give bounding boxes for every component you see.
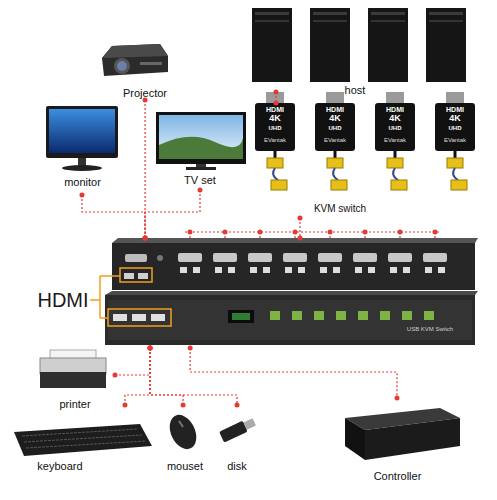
adapter-print: UHD	[375, 125, 415, 132]
cable-connector	[150, 348, 237, 405]
connector-dot	[79, 193, 84, 198]
connector-dot	[297, 216, 302, 221]
hdmi-adapters	[255, 103, 475, 151]
adapter-print: HDMI	[315, 106, 355, 114]
connector-dots	[143, 188, 203, 241]
connector-dots	[148, 346, 186, 408]
adapter-print: UHD	[435, 125, 475, 132]
connector-dots	[188, 346, 400, 401]
connector-dot	[148, 346, 153, 351]
adapter-print: 4K	[255, 114, 295, 124]
device-node: mouset	[155, 405, 210, 475]
connector-dots	[122, 346, 152, 408]
host-towers	[252, 8, 466, 103]
monitor-illustration	[46, 106, 118, 171]
port-label: HDMI	[28, 289, 98, 311]
connector-dot	[148, 346, 153, 351]
device-caption: disk	[212, 460, 262, 472]
device-node: monitor	[40, 100, 125, 195]
connector-dots	[148, 346, 240, 408]
adapter-print: EVantak	[375, 137, 415, 144]
adapter-print: EVantak	[315, 137, 355, 144]
controller-illustration	[345, 408, 460, 460]
device-caption: keyboard	[10, 460, 110, 472]
device-caption: monitor	[40, 176, 125, 188]
device-caption: mouset	[155, 460, 215, 472]
cable-connector	[145, 190, 200, 238]
connector-dot	[143, 236, 148, 241]
usb-disk-illustration	[219, 417, 257, 443]
device-caption: Controller	[335, 470, 460, 482]
cable-connector	[150, 348, 183, 405]
connector-dots	[273, 90, 278, 106]
adapter-print: 4K	[315, 114, 355, 124]
hdmi-bracket	[90, 268, 171, 326]
adapter-print: UHD	[315, 125, 355, 132]
device-node: USB KVM Switch	[105, 238, 480, 348]
device-node: Projector	[95, 35, 195, 100]
adapter-print: EVantak	[435, 137, 475, 144]
connector-dot	[113, 373, 118, 378]
connector-dot	[143, 236, 148, 241]
switch-back-panel	[112, 238, 478, 290]
adapter-print: HDMI	[255, 106, 295, 114]
connector-dot	[273, 101, 278, 106]
device-node: host	[235, 5, 465, 92]
connector-dot	[181, 403, 186, 408]
connector-dots	[143, 98, 148, 241]
connector-dots	[79, 193, 147, 241]
connector-dot	[188, 346, 193, 351]
device-caption: KVM switch	[290, 203, 390, 214]
device-node: disk	[212, 405, 262, 475]
device-caption: TV set	[150, 174, 250, 186]
connector-dot	[198, 188, 203, 193]
connector-dot	[148, 346, 153, 351]
connector-dot	[235, 403, 240, 408]
cable-connector	[299, 218, 300, 238]
device-node: keyboard	[10, 405, 155, 475]
connector-dot	[395, 396, 400, 401]
device-caption: Projector	[95, 87, 195, 99]
cable-connector	[82, 195, 145, 238]
adapter-print: UHD	[255, 125, 295, 132]
tv-illustration	[156, 112, 246, 170]
cable-connector	[190, 348, 397, 398]
cable-connector	[144, 100, 145, 238]
mouse-illustration	[165, 411, 202, 454]
keyboard-illustration	[14, 424, 152, 456]
connector-dot	[122, 403, 127, 408]
connector-dot	[297, 236, 302, 241]
device-caption: printer	[35, 398, 115, 410]
connector-dot	[143, 98, 148, 103]
device-node: printer	[35, 340, 115, 410]
adapter-print: HDMI	[435, 106, 475, 114]
cable-connector	[275, 92, 276, 103]
cable-connector	[125, 348, 150, 405]
device-node: Controller	[335, 398, 460, 488]
adapter-print: 4K	[375, 114, 415, 124]
device-caption: host	[305, 84, 405, 96]
adapter-print: 4K	[435, 114, 475, 124]
device-caption: USB KVM Switch	[385, 326, 475, 333]
printer-illustration	[40, 350, 106, 388]
connector-dot	[143, 236, 148, 241]
adapter-print: HDMI	[375, 106, 415, 114]
kvm-cables	[267, 151, 467, 190]
adapter-print: EVantak	[255, 137, 295, 144]
connector-dots	[297, 216, 302, 241]
connector-dots	[113, 346, 153, 378]
switch-front-panel	[105, 291, 478, 345]
connector-dot	[273, 90, 278, 95]
projector-illustration	[102, 44, 168, 76]
device-node: TV set	[150, 105, 250, 190]
connector-dot	[148, 346, 153, 351]
cable-connector	[115, 348, 150, 375]
